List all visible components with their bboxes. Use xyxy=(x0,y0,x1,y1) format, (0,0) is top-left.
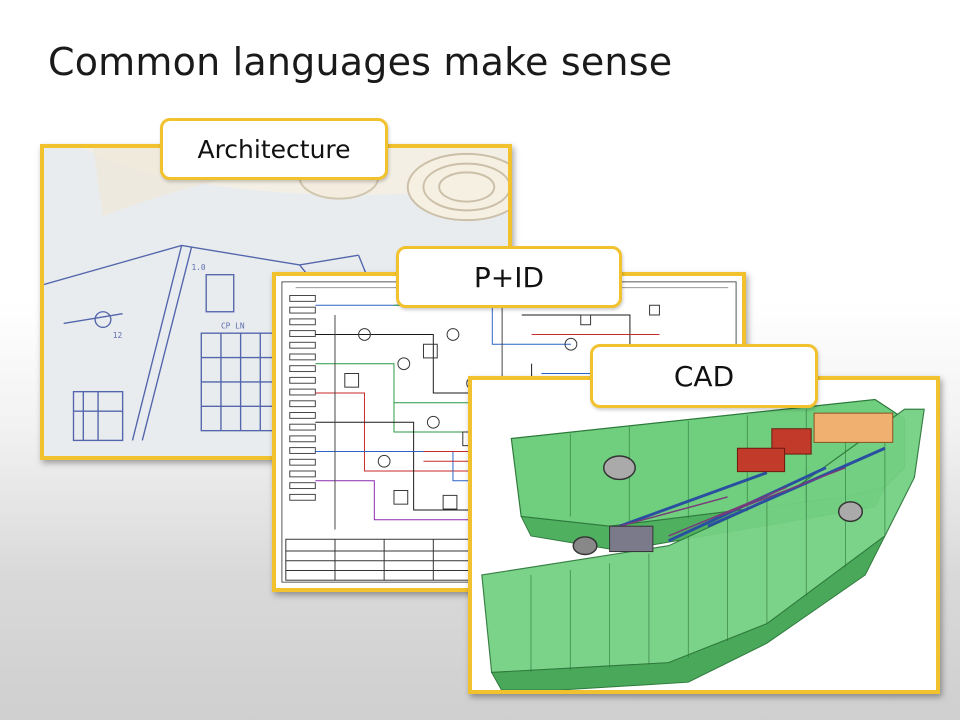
label-cad: CAD xyxy=(590,344,818,408)
svg-text:12: 12 xyxy=(113,331,123,340)
cad-catamaran-model xyxy=(472,380,936,690)
label-pid: P+ID xyxy=(396,246,622,308)
svg-text:CP LN: CP LN xyxy=(221,321,245,330)
cad-model-image xyxy=(468,376,940,694)
slide-title: Common languages make sense xyxy=(48,40,673,84)
svg-text:1.0: 1.0 xyxy=(191,263,205,272)
label-architecture: Architecture xyxy=(160,118,388,180)
